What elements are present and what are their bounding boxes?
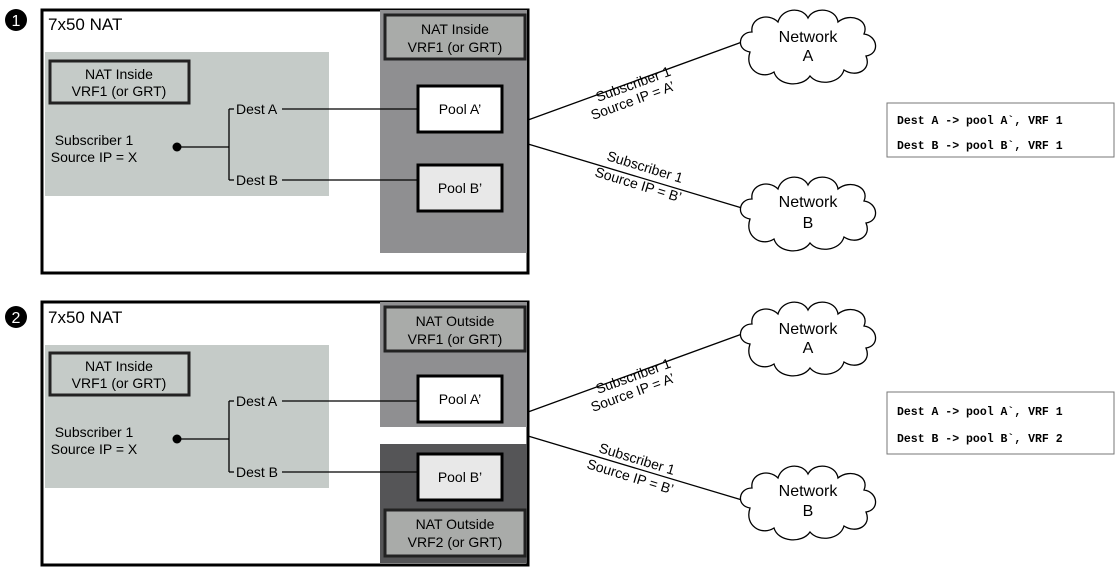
network-b-line2: B (803, 215, 814, 232)
dest-a-label: Dest A (236, 101, 278, 117)
outside-vrf1-label-box (383, 305, 527, 353)
outside-label-box-1 (383, 13, 527, 61)
dest2-a-label: Dest A (236, 393, 278, 409)
pool2-a-box (416, 374, 504, 424)
dest2-b-label: Dest B (236, 464, 278, 480)
outside-vrf1-line1: NAT Outside (416, 313, 495, 329)
inside-label-box-1 (48, 59, 191, 105)
outside-vrf2-line1: NAT Outside (416, 516, 495, 532)
inside2-label-line1: NAT Inside (85, 358, 153, 374)
subscriber2-line1: Subscriber 1 (55, 424, 134, 440)
network-a-cloud (739, 9, 877, 85)
nat-title-2: 7x50 NAT (48, 308, 122, 327)
pool-a-box (416, 84, 504, 134)
network2-b-cloud (739, 465, 877, 541)
pool-a-label: Pool A’ (439, 101, 482, 117)
policy-box-2 (886, 391, 1115, 455)
pool-b-box (416, 163, 504, 213)
pool2-b-box (416, 452, 504, 502)
network2-a-cloud (739, 301, 877, 377)
subscriber2-line2: Source IP = X (51, 441, 138, 457)
outside-label-line1: NAT Inside (421, 21, 489, 37)
step-number-2: 2 (12, 310, 21, 327)
step-badge-1 (5, 9, 27, 31)
inside-label-box-2 (48, 351, 191, 397)
panel-2: 2 7x50 NAT NAT Inside VRF1 (or GRT) NAT … (5, 300, 1115, 567)
pool2-b-label: Pool B’ (438, 469, 482, 485)
nat-title-1: 7x50 NAT (48, 15, 122, 34)
policy-2-line1: Dest A -> pool A`, VRF 1 (897, 406, 1063, 419)
policy-1-line2: Dest B -> pool B`, VRF 1 (897, 140, 1063, 153)
policy-2-line2: Dest B -> pool B`, VRF 2 (897, 433, 1063, 446)
outside-vrf2-line2: VRF2 (or GRT) (408, 534, 503, 550)
inside-label-line1: NAT Inside (85, 66, 153, 82)
network2-b-line2: B (803, 503, 814, 520)
network2-b-line1: Network (779, 483, 839, 500)
step-number-1: 1 (12, 13, 21, 30)
network-a-line1: Network (779, 29, 839, 46)
outside-label-line2: VRF1 (or GRT) (408, 39, 503, 55)
pool-b-label: Pool B’ (438, 180, 482, 196)
subscriber-line1: Subscriber 1 (55, 132, 134, 148)
network2-a-line1: Network (779, 321, 839, 338)
network-b-cloud (739, 176, 877, 252)
network2-a-line2: A (803, 340, 814, 357)
outside-vrf2-label-box (383, 508, 527, 558)
step-badge-2 (5, 306, 27, 328)
policy-1-line1: Dest A -> pool A`, VRF 1 (897, 115, 1063, 128)
dest-b-label: Dest B (236, 172, 278, 188)
subscriber-line2: Source IP = X (51, 149, 138, 165)
pool2-a-label: Pool A’ (439, 391, 482, 407)
inside-label-line2: VRF1 (or GRT) (72, 83, 167, 99)
inside2-label-line2: VRF1 (or GRT) (72, 375, 167, 391)
policy-box-1 (886, 102, 1115, 158)
panel-1: 1 7x50 NAT NAT Inside VRF1 (or GRT) NAT … (5, 8, 1115, 275)
outside-vrf1-line2: VRF1 (or GRT) (408, 331, 503, 347)
network-a-line2: A (803, 48, 814, 65)
network-b-line1: Network (779, 194, 839, 211)
